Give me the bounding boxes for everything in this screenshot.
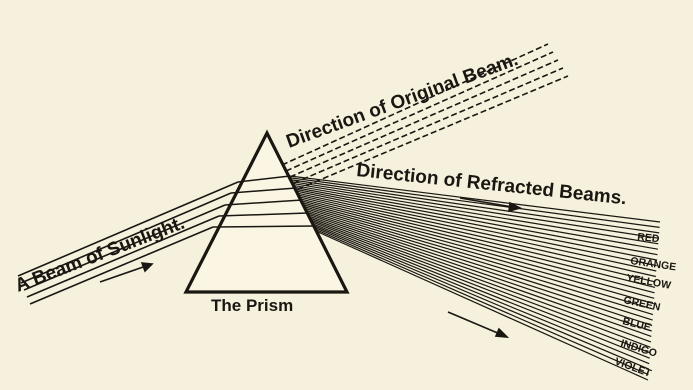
sunlight-label: A Beam of Sunlight. xyxy=(12,213,187,297)
refracted-ray-line xyxy=(302,199,655,287)
color-label-yellow: YELLOW xyxy=(625,272,671,292)
arrow-incoming xyxy=(100,263,152,282)
color-label-red: RED xyxy=(637,231,661,245)
refracted-ray-line xyxy=(309,215,651,331)
color-label-indigo: INDIGO xyxy=(619,337,658,359)
refracted-ray-line xyxy=(313,222,650,352)
prism-inner-beam-line xyxy=(213,226,314,227)
refracted-beams-label: Direction of Refracted Beams. xyxy=(355,160,627,209)
refracted-ray-line xyxy=(315,226,649,364)
prism-label: The Prism xyxy=(211,296,293,315)
color-label-violet: VIOLET xyxy=(613,356,653,380)
refracted-ray-line xyxy=(318,232,648,380)
refracted-ray-line xyxy=(307,211,652,320)
arrow-refracted-bottom xyxy=(448,312,507,337)
